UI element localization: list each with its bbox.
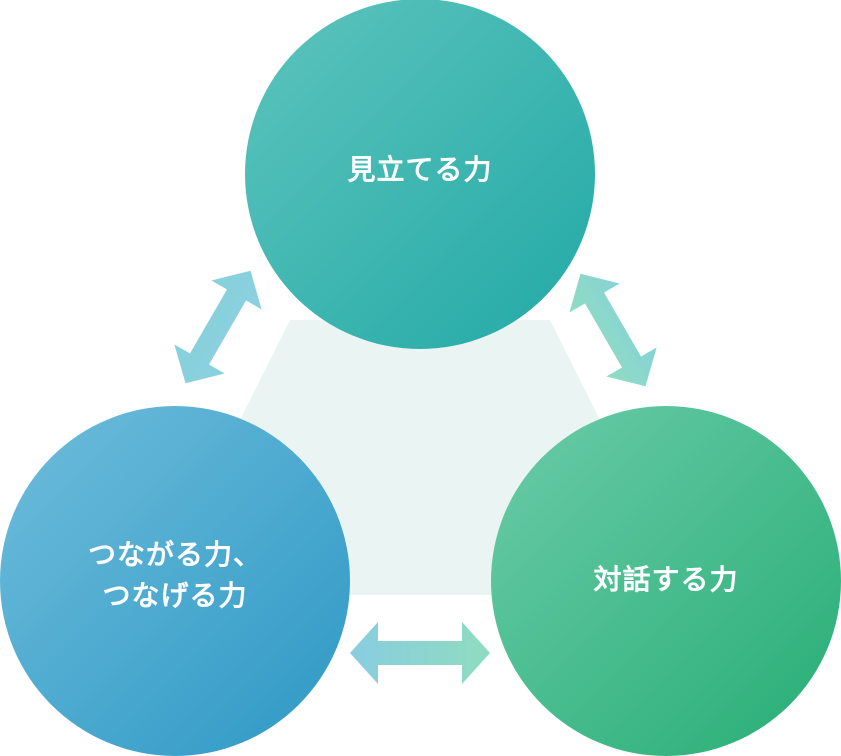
circle-tsunagaru	[0, 406, 350, 756]
circle-taiwa	[491, 406, 841, 756]
label-tsunagaru-line2: つなげる力	[102, 578, 248, 612]
label-tsunagaru: つながる力、 つなげる力	[0, 535, 350, 616]
arrow-left-top	[174, 270, 262, 384]
label-taiwa: 対話する力	[593, 563, 739, 596]
label-mitateru: 見立てる力	[347, 153, 493, 186]
label-tsunagaru-line1: つながる力、	[87, 538, 262, 571]
arrow-top-right	[569, 273, 657, 387]
circle-mitateru	[245, 0, 595, 349]
arrow-left-right	[350, 622, 490, 684]
